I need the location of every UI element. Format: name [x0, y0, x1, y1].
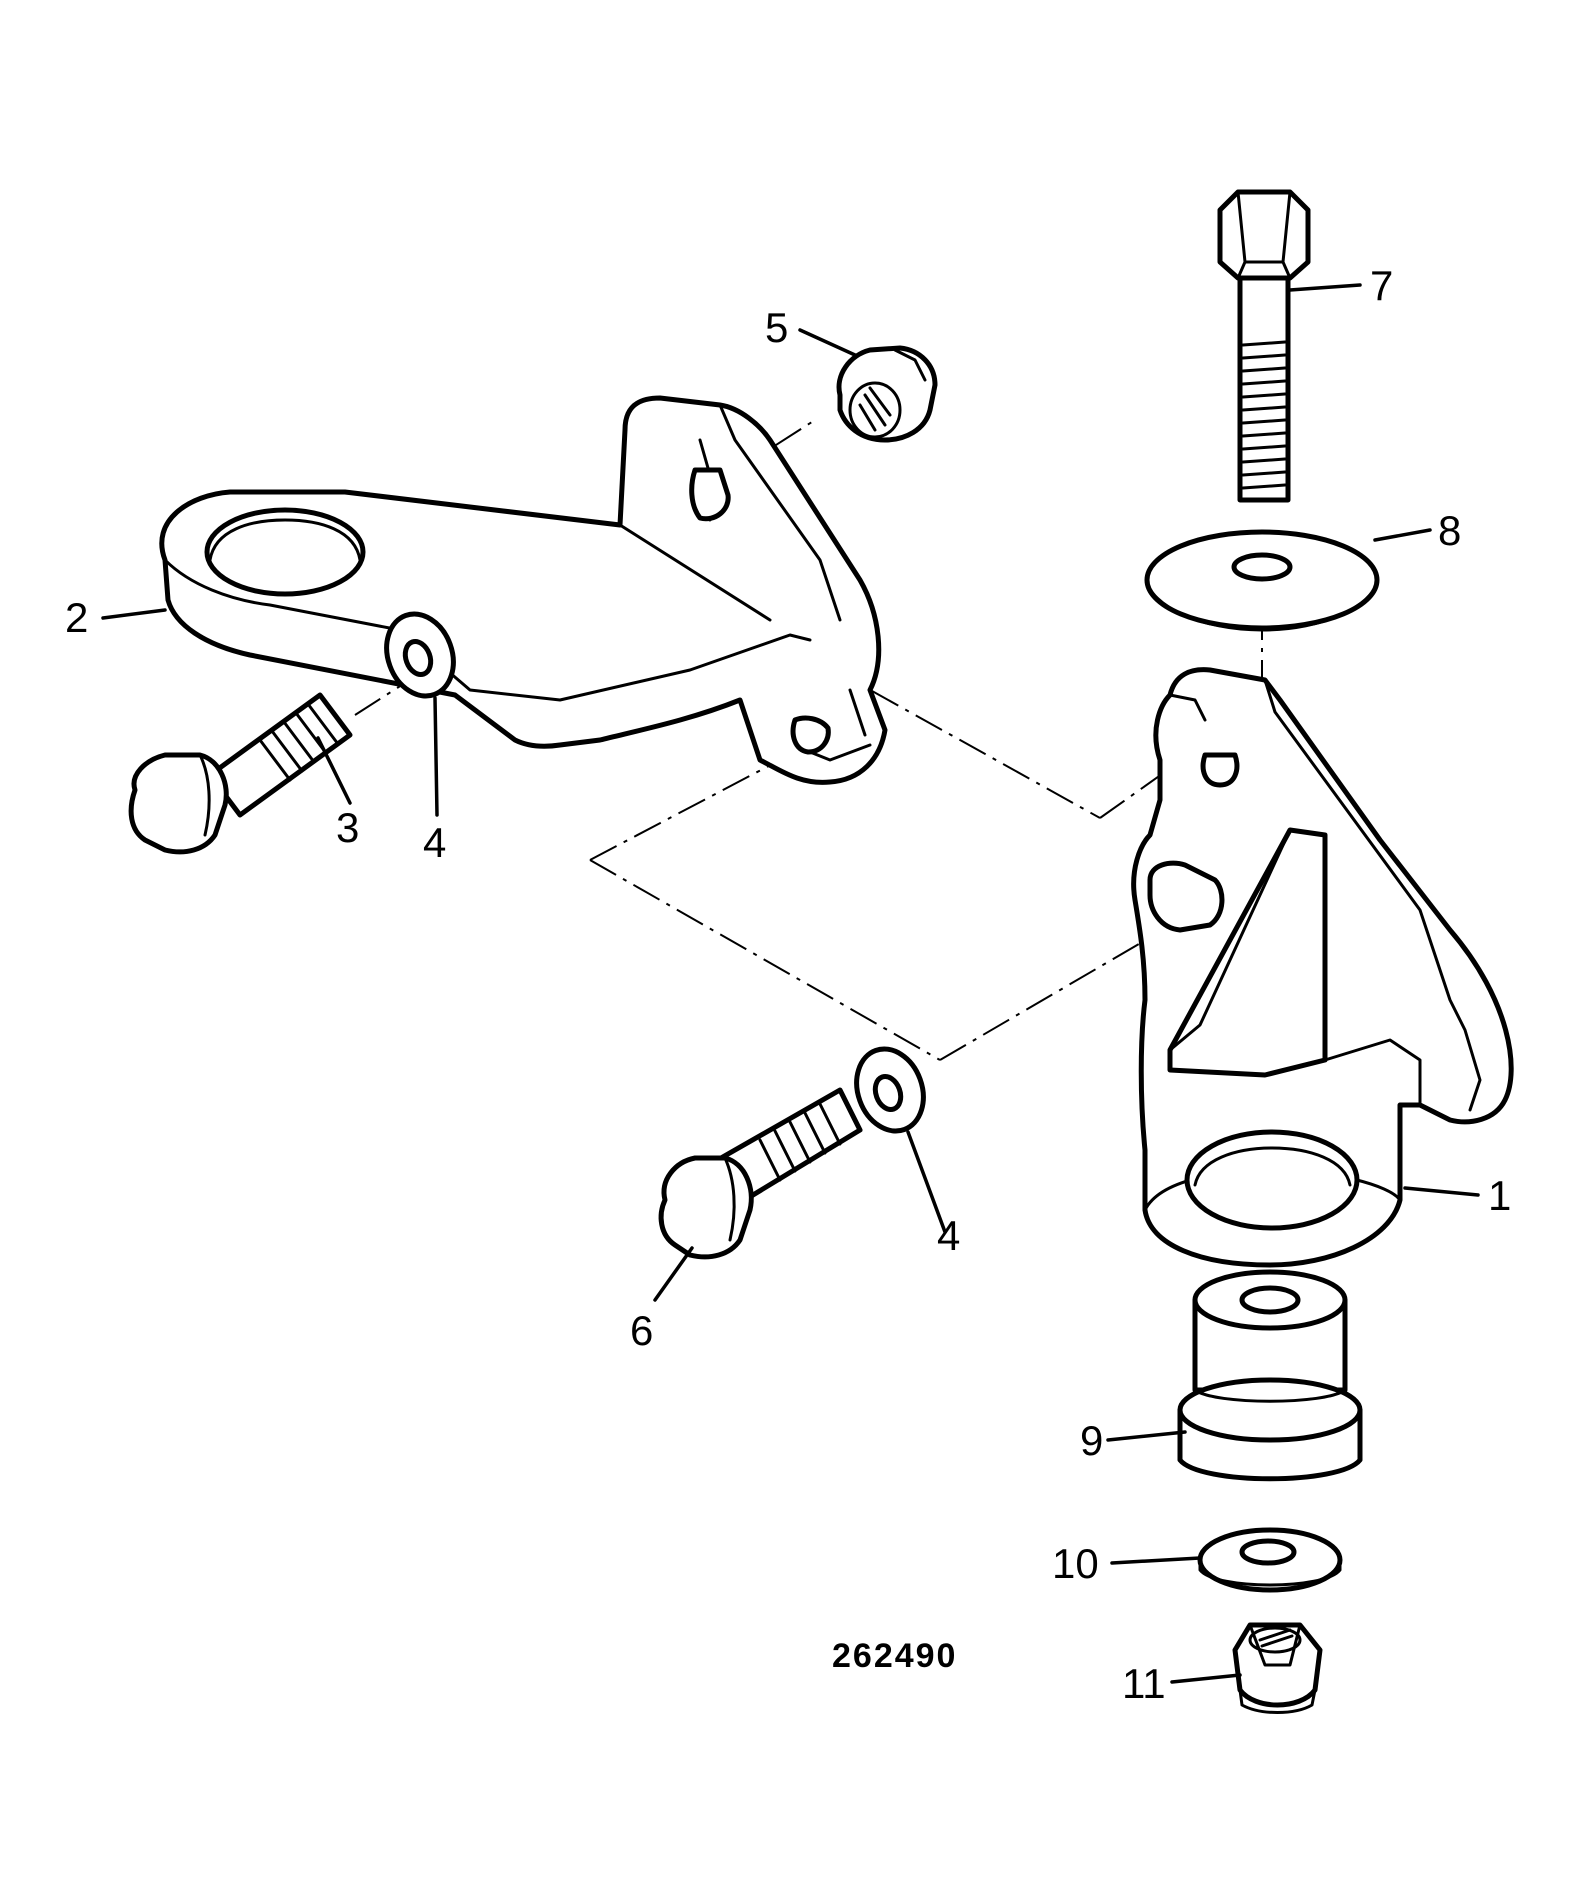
leader-1	[1403, 1186, 1480, 1197]
washer-part-4-upper	[384, 611, 456, 699]
nut-part-11	[1232, 1622, 1323, 1714]
callout-4-lower: 4	[937, 1212, 960, 1259]
callout-8: 8	[1438, 507, 1461, 554]
callout-9: 9	[1080, 1417, 1103, 1464]
callout-labels: 1 2 3 4 5 6 7 8 4 9 10 11	[65, 262, 1511, 1707]
bracket-part-2	[159, 395, 888, 785]
leader-10	[1110, 1556, 1202, 1565]
callout-10: 10	[1052, 1540, 1099, 1587]
leader-8	[1373, 528, 1432, 542]
leader-7	[1288, 283, 1362, 292]
leader-4-lower	[906, 1130, 947, 1234]
callout-4-upper: 4	[423, 819, 446, 866]
washer-part-8	[1144, 529, 1380, 632]
bush-part-9	[1177, 1269, 1363, 1482]
callout-11: 11	[1122, 1660, 1166, 1707]
washer-part-10	[1197, 1527, 1343, 1593]
callout-2: 2	[65, 594, 88, 641]
callout-1: 1	[1488, 1172, 1511, 1219]
callout-7: 7	[1370, 262, 1393, 309]
leader-11	[1170, 1673, 1242, 1684]
leader-4-upper	[433, 696, 439, 817]
leader-9	[1106, 1430, 1187, 1442]
callout-3: 3	[336, 804, 359, 851]
nut-part-5	[836, 345, 938, 443]
bracket-part-1	[1131, 667, 1514, 1268]
drawing-reference-number: 262490	[832, 1637, 957, 1675]
leader-2	[101, 608, 167, 620]
bolt-part-6	[658, 1087, 863, 1260]
leader-lines	[101, 283, 1480, 1684]
washer-part-4-lower	[854, 1046, 926, 1134]
leader-5	[798, 328, 857, 357]
leader-3	[316, 736, 352, 805]
leader-6	[653, 1246, 694, 1302]
bolt-part-3	[128, 692, 353, 855]
callout-5: 5	[765, 304, 788, 351]
callout-6: 6	[630, 1307, 653, 1354]
bolt-part-7	[1217, 189, 1311, 503]
